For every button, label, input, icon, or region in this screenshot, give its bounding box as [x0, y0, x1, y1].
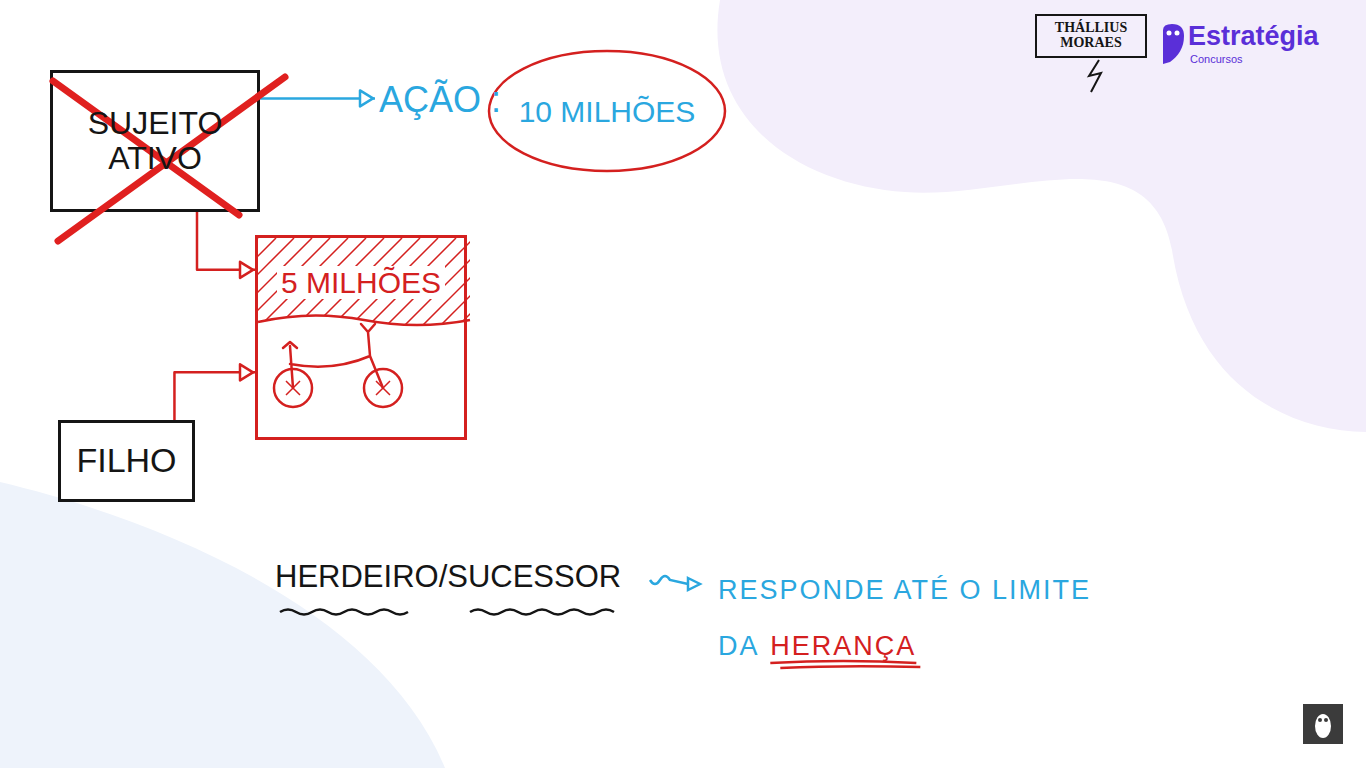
wheel-spokes [286, 381, 390, 395]
arrow-head [240, 262, 253, 278]
arrow-head [688, 578, 700, 590]
blue-arrow [650, 576, 700, 590]
highlight-underline [770, 661, 920, 668]
owl-eye [1167, 31, 1172, 36]
wavy-underline [280, 610, 408, 615]
heir-box: FILHO [58, 420, 195, 502]
owl-eye [1324, 718, 1328, 722]
icon-square [1303, 704, 1343, 744]
corner-owl-icon [1303, 704, 1343, 744]
logo-box: THÁLLIUS MORAES [1035, 14, 1147, 58]
owl-eye [1318, 718, 1322, 722]
lightning-bolt [1089, 60, 1101, 92]
heir-label: HERDEIRO/SUCESSOR [275, 560, 621, 594]
connector [197, 212, 255, 270]
hatch-line [158, 238, 258, 338]
crossed-out-box: SUJEITO ATIVO [50, 70, 260, 212]
box-title: FILHO [76, 442, 176, 479]
hatch-line [482, 238, 582, 338]
estrategia-owl-logo [1163, 24, 1184, 64]
action-label: AÇÃO : [379, 80, 501, 120]
amount-value: 10 MILHÕES [519, 95, 696, 128]
circle-mark [489, 51, 725, 171]
brand-name: Estratégia [1188, 22, 1319, 52]
owl-body [1163, 24, 1184, 64]
hatching [158, 238, 600, 338]
hatch-line [446, 238, 546, 338]
arrow-head [240, 364, 253, 380]
owl-eye [1175, 31, 1180, 36]
hatch-line [500, 238, 600, 338]
text-block: RESPONDE ATÉ O LIMITE DAHERANÇA [718, 562, 1103, 674]
blue-blob [0, 482, 445, 768]
wavy-divider [258, 315, 470, 325]
cross-stroke [58, 77, 285, 241]
box-title: SUJEITO ATIVO [60, 106, 250, 176]
highlight-word: HERANÇA [770, 631, 916, 661]
hatch-line [464, 238, 564, 338]
circled-value: AÇÃO : 10 MILHÕES [375, 48, 727, 174]
owl-silhouette [1315, 714, 1331, 738]
brand-subtitle: Concursos [1190, 53, 1243, 65]
arrow-squiggle [650, 576, 688, 584]
amount-value: 5 MILHÕES [277, 266, 445, 299]
inheritance-box: 5 MILHÕES [255, 235, 467, 440]
connector [260, 97, 375, 100]
purple-blob [717, 0, 1366, 432]
logo-text: THÁLLIUS MORAES [1043, 21, 1139, 50]
bike-frame [283, 324, 383, 388]
arrow-head [360, 90, 373, 106]
wavy-underline [470, 610, 614, 615]
